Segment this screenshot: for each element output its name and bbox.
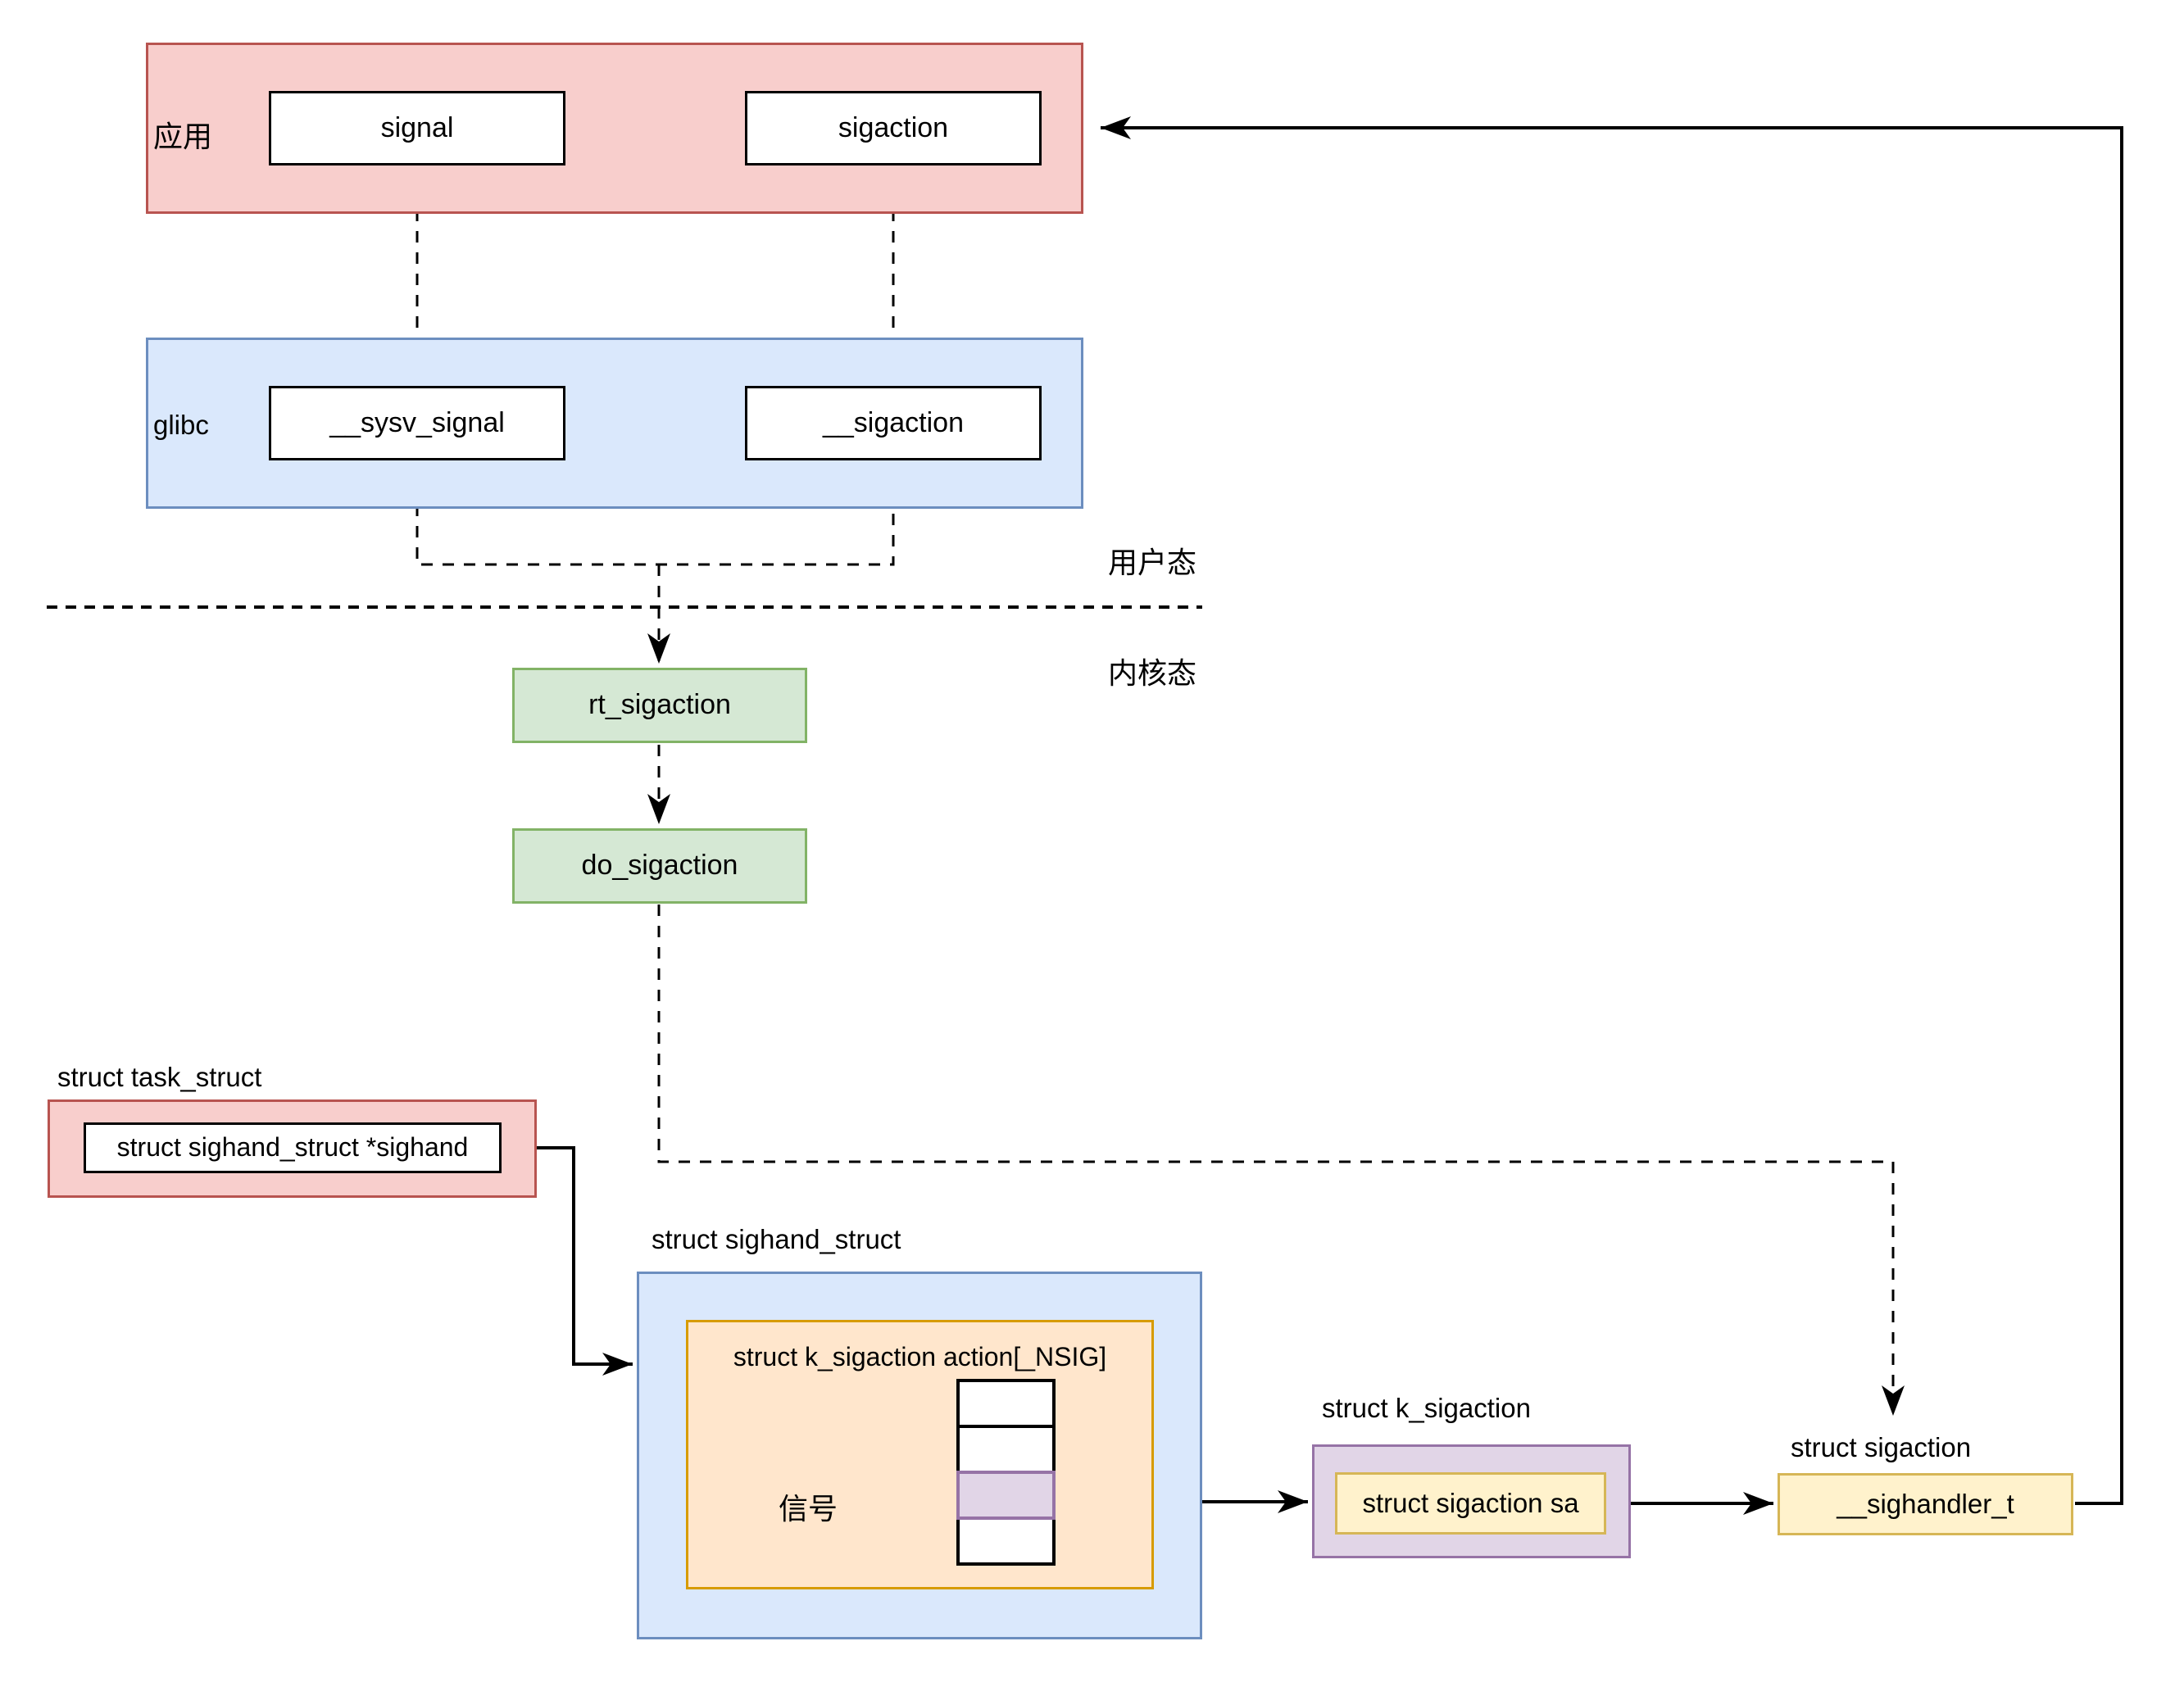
k-sigaction-array-title: struct k_sigaction action[_NSIG] [733,1342,1107,1371]
sysv-signal-box: __sysv_signal [269,386,565,460]
arrow-sighandler-to-app [1101,116,2123,1505]
app-layer-label: 应用 [153,120,213,154]
kernel-mode-label: 内核态 [1108,657,1197,691]
action-array-cell-1 [956,1379,1056,1428]
user-mode-label: 用户态 [1108,546,1197,580]
signal-number-label: 信号 [779,1493,838,1526]
sigaction-box: sigaction [745,91,1042,165]
sighandler-t-label: __sighandler_t [1837,1488,2014,1519]
do-sigaction-label: do_sigaction [581,850,738,882]
signal-box-label: signal [380,111,454,143]
glibc-sigaction-box: __sigaction [745,386,1042,460]
sysv-signal-box-label: __sysv_signal [329,406,505,438]
rt-sigaction-label: rt_sigaction [588,689,731,721]
rt-sigaction-box: rt_sigaction [512,668,807,743]
sighand-pointer-field: struct sighand_struct *sighand [84,1122,502,1173]
task-struct-title: struct task_struct [57,1062,262,1092]
action-array-cell-2 [956,1425,1056,1474]
sighand-struct-title: struct sighand_struct [652,1224,901,1254]
action-array [956,1379,1056,1566]
action-array-cell-selected [956,1471,1056,1520]
action-array-cell-4 [956,1517,1056,1566]
do-sigaction-box: do_sigaction [512,828,807,904]
k-sigaction-title: struct k_sigaction [1322,1393,1531,1423]
sigaction-box-label: sigaction [838,111,949,143]
sigaction-sa-field: struct sigaction sa [1335,1472,1606,1535]
signal-box: signal [269,91,565,165]
glibc-layer-label: glibc [153,410,209,440]
sigaction-sa-label: struct sigaction sa [1362,1487,1579,1518]
glibc-sigaction-box-label: __sigaction [822,406,964,438]
sighand-pointer-label: struct sighand_struct *sighand [116,1132,469,1163]
sighandler-t-box: __sighandler_t [1778,1473,2073,1535]
sigaction-struct-title: struct sigaction [1791,1432,1972,1462]
k-sigaction-array-box [686,1320,1154,1589]
